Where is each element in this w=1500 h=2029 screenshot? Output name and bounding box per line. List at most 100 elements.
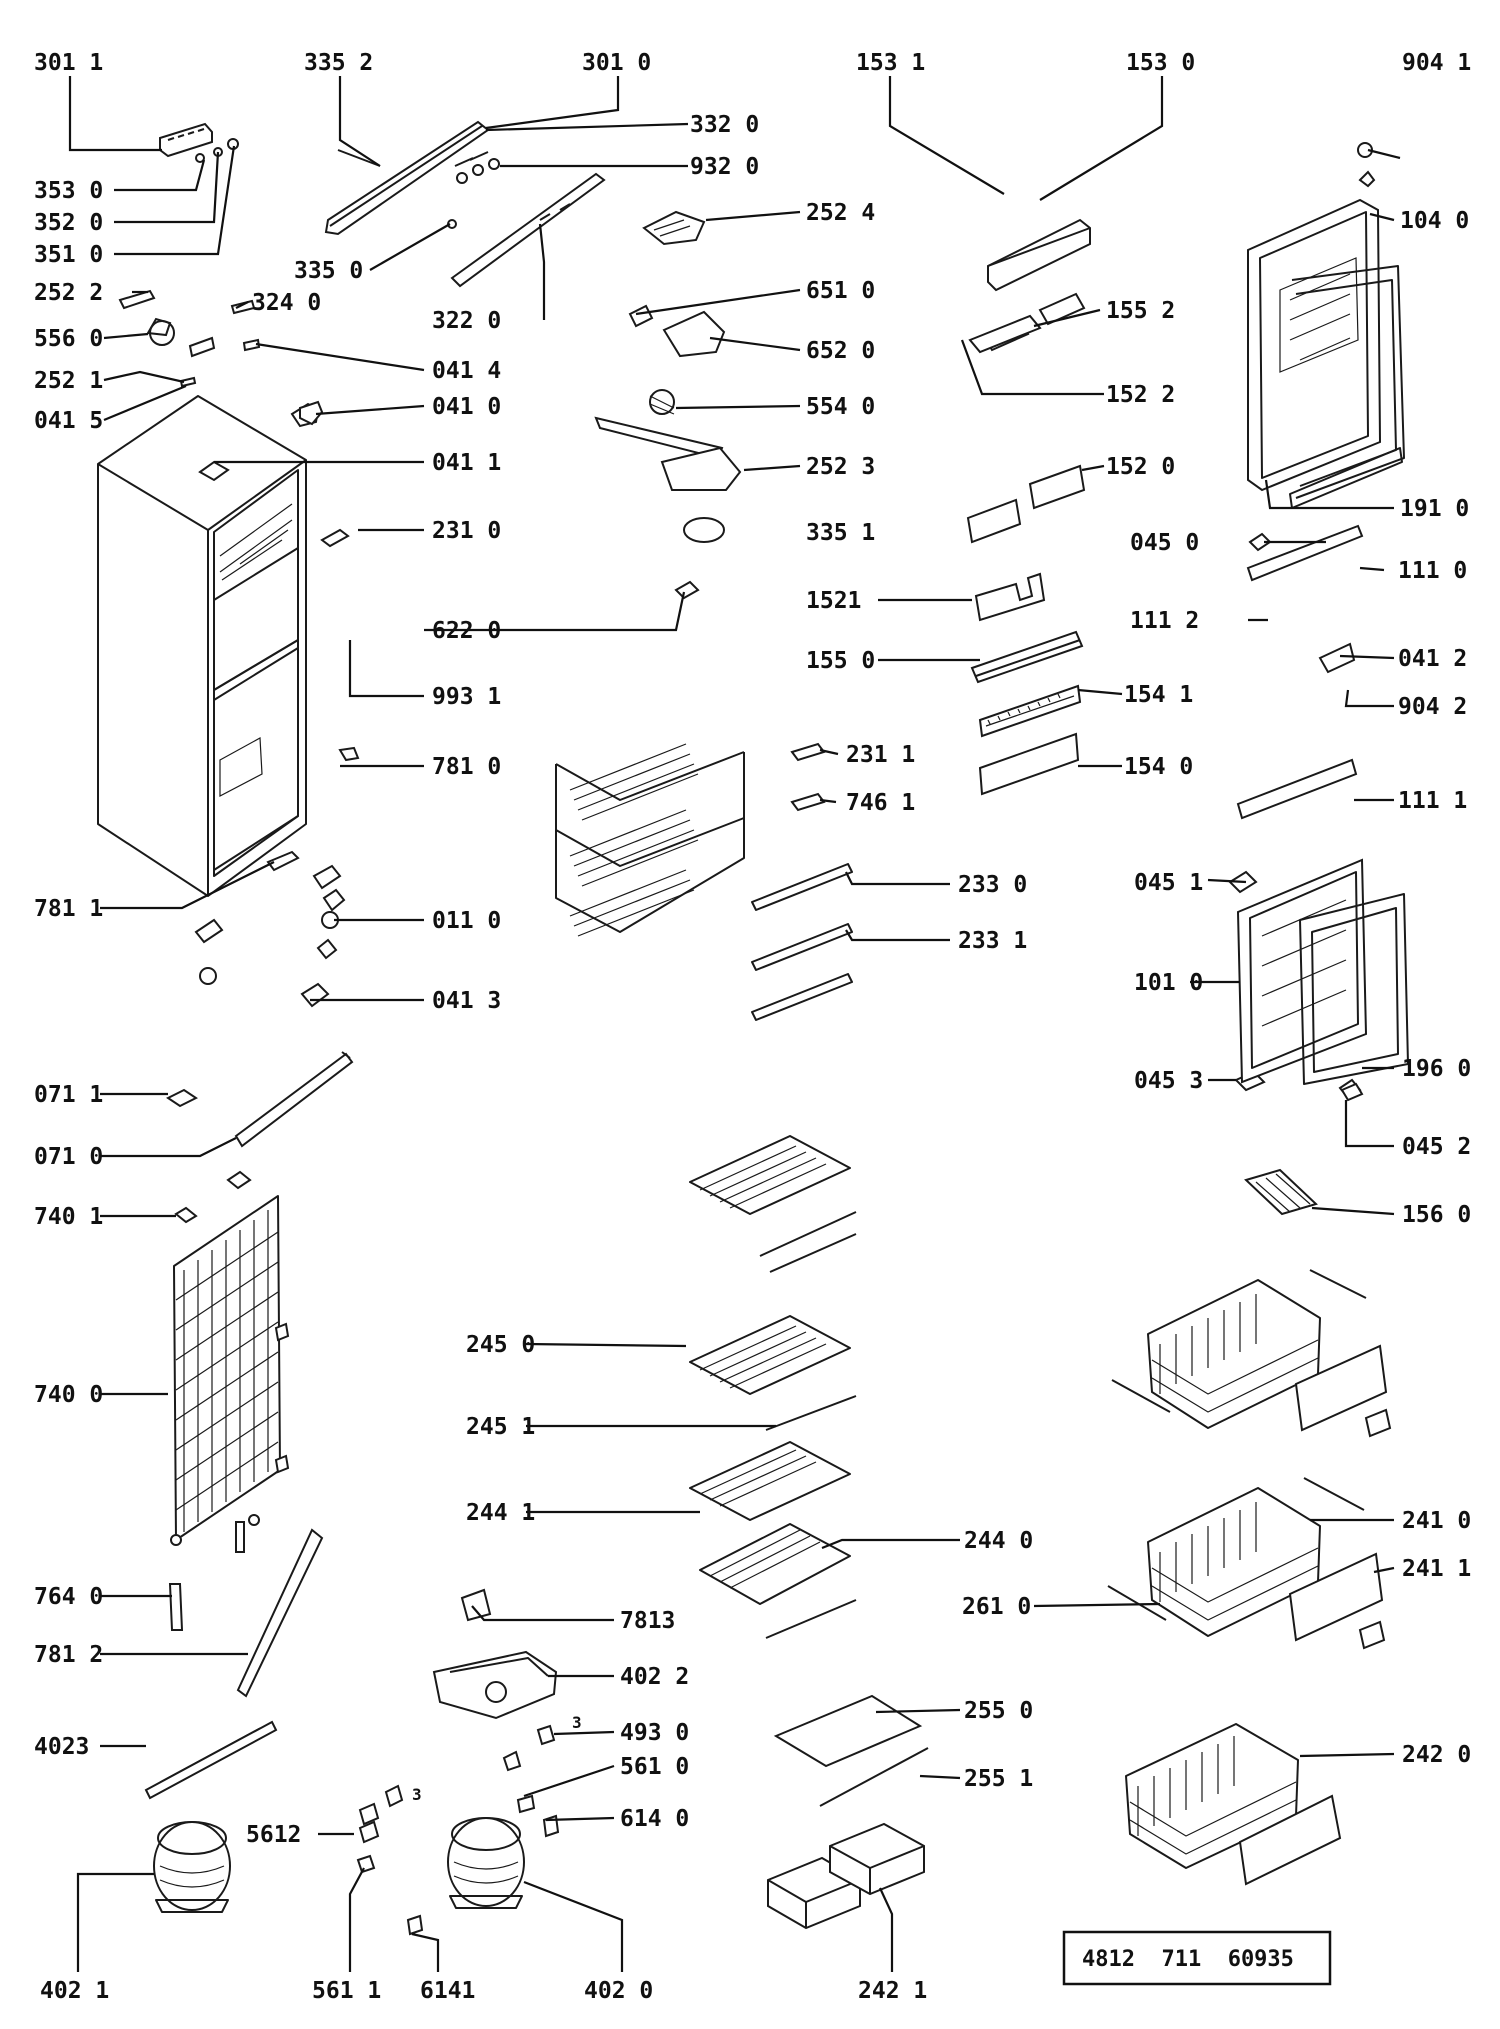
freezer-basket-1 — [1111, 1269, 1392, 1438]
label-045-1: 045 1 — [1134, 870, 1203, 896]
label-071-1: 071 1 — [34, 1082, 103, 1108]
label-155-2: 155 2 — [1106, 298, 1175, 324]
label-242-0: 242 0 — [1402, 1742, 1471, 1768]
label-561-1: 561 1 — [312, 1978, 381, 2004]
label-152-0: 152 0 — [1106, 454, 1175, 480]
label-041-3: 041 3 — [432, 988, 501, 1014]
label-4023: 4023 — [34, 1734, 89, 1760]
part-drawings: 3 3 — [97, 120, 1409, 1936]
label-252-3: 252 3 — [806, 454, 875, 480]
label-781-2: 781 2 — [34, 1642, 103, 1668]
label-156-0: 156 0 — [1402, 1202, 1471, 1228]
label-6141: 6141 — [420, 1978, 475, 2004]
mark-3-relay: 3 — [572, 1713, 582, 1732]
label-041-0: 041 0 — [432, 394, 501, 420]
label-255-0: 255 0 — [964, 1698, 1033, 1724]
label-740-0: 740 0 — [34, 1382, 103, 1408]
document-number: 4812 711 60935 — [1082, 1947, 1294, 1972]
freezer-door-part — [1236, 858, 1409, 1102]
label-252-2: 252 2 — [34, 280, 103, 306]
label-111-2: 111 2 — [1130, 608, 1199, 634]
right-hinge-parts — [1228, 524, 1364, 1100]
label-245-1: 245 1 — [466, 1414, 535, 1440]
label-071-0: 071 0 — [34, 1144, 103, 1170]
label-104-0: 104 0 — [1400, 208, 1469, 234]
label-335-1: 335 1 — [806, 520, 875, 546]
label-252-4: 252 4 — [806, 200, 875, 226]
label-493-0: 493 0 — [620, 1720, 689, 1746]
ice-tray-part — [1244, 1168, 1318, 1216]
label-233-1: 233 1 — [958, 928, 1027, 954]
relay-parts — [356, 1724, 560, 1936]
label-233-0: 233 0 — [958, 872, 1027, 898]
evaporator-shelves — [555, 742, 853, 1021]
filter-drier-part — [144, 1521, 324, 1800]
label-402-2: 402 2 — [620, 1664, 689, 1690]
label-301-0: 301 0 — [582, 50, 651, 76]
label-252-1: 252 1 — [34, 368, 103, 394]
label-402-0: 402 0 — [584, 1978, 653, 2004]
cabinet-part — [97, 395, 350, 897]
label-255-1: 255 1 — [964, 1766, 1033, 1792]
mark-3-small: 3 — [412, 1785, 422, 1804]
label-781-1: 781 1 — [34, 896, 103, 922]
label-622-0: 622 0 — [432, 618, 501, 644]
label-904-1: 904 1 — [1402, 50, 1471, 76]
label-7813: 7813 — [620, 1608, 675, 1634]
label-614-0: 614 0 — [620, 1806, 689, 1832]
label-041-4: 041 4 — [432, 358, 501, 384]
leader-lines — [68, 76, 1401, 1972]
fridge-door-part — [1247, 142, 1405, 552]
label-561-0: 561 0 — [620, 1754, 689, 1780]
label-261-0: 261 0 — [962, 1594, 1031, 1620]
label-740-1: 740 1 — [34, 1204, 103, 1230]
label-155-0: 155 0 — [806, 648, 875, 674]
compressor-base-part — [432, 1588, 558, 1720]
label-045-0: 045 0 — [1130, 530, 1199, 556]
label-324-0: 324 0 — [252, 290, 321, 316]
label-322-0: 322 0 — [432, 308, 501, 334]
label-351-0: 351 0 — [34, 242, 103, 268]
compressor-center — [447, 1817, 525, 1909]
door-bins — [966, 464, 1086, 796]
freezer-basket-2 — [1107, 1477, 1386, 1650]
label-153-0: 153 0 — [1126, 50, 1195, 76]
egg-tray-part — [968, 314, 1042, 354]
label-764-0: 764 0 — [34, 1584, 103, 1610]
label-154-0: 154 0 — [1124, 754, 1193, 780]
label-993-1: 993 1 — [432, 684, 501, 710]
label-402-1: 402 1 — [40, 1978, 109, 2004]
label-904-2: 904 2 — [1398, 694, 1467, 720]
top-control-panel-part — [324, 120, 606, 288]
label-154-1: 154 1 — [1124, 682, 1193, 708]
wire-shelf-2 — [689, 1315, 857, 1431]
label-1521: 1521 — [806, 588, 861, 614]
compressor-left — [153, 1821, 231, 1913]
label-041-5: 041 5 — [34, 408, 103, 434]
label-244-1: 244 1 — [466, 1500, 535, 1526]
label-353-0: 353 0 — [34, 178, 103, 204]
label-241-1: 241 1 — [1402, 1556, 1471, 1582]
label-041-1: 041 1 — [432, 450, 501, 476]
tube-parts — [166, 1051, 354, 1224]
label-045-3: 045 3 — [1134, 1068, 1203, 1094]
condenser-part — [170, 1195, 290, 1546]
small-brackets-left — [194, 400, 360, 1008]
wire-shelf-1 — [689, 1135, 857, 1273]
label-041-2: 041 2 — [1398, 646, 1467, 672]
callout-labels: 301 1 335 2 301 0 153 1 153 0 904 1 332 … — [34, 50, 1471, 2004]
thermostat-group — [594, 210, 742, 600]
label-045-2: 045 2 — [1402, 1134, 1471, 1160]
label-335-0: 335 0 — [294, 258, 363, 284]
label-301-1: 301 1 — [34, 50, 103, 76]
label-245-0: 245 0 — [466, 1332, 535, 1358]
label-781-0: 781 0 — [432, 754, 501, 780]
label-153-1: 153 1 — [856, 50, 925, 76]
label-652-0: 652 0 — [806, 338, 875, 364]
label-335-2: 335 2 — [304, 50, 373, 76]
label-152-2: 152 2 — [1106, 382, 1175, 408]
label-244-0: 244 0 — [964, 1528, 1033, 1554]
label-111-0: 111 0 — [1398, 558, 1467, 584]
label-651-0: 651 0 — [806, 278, 875, 304]
